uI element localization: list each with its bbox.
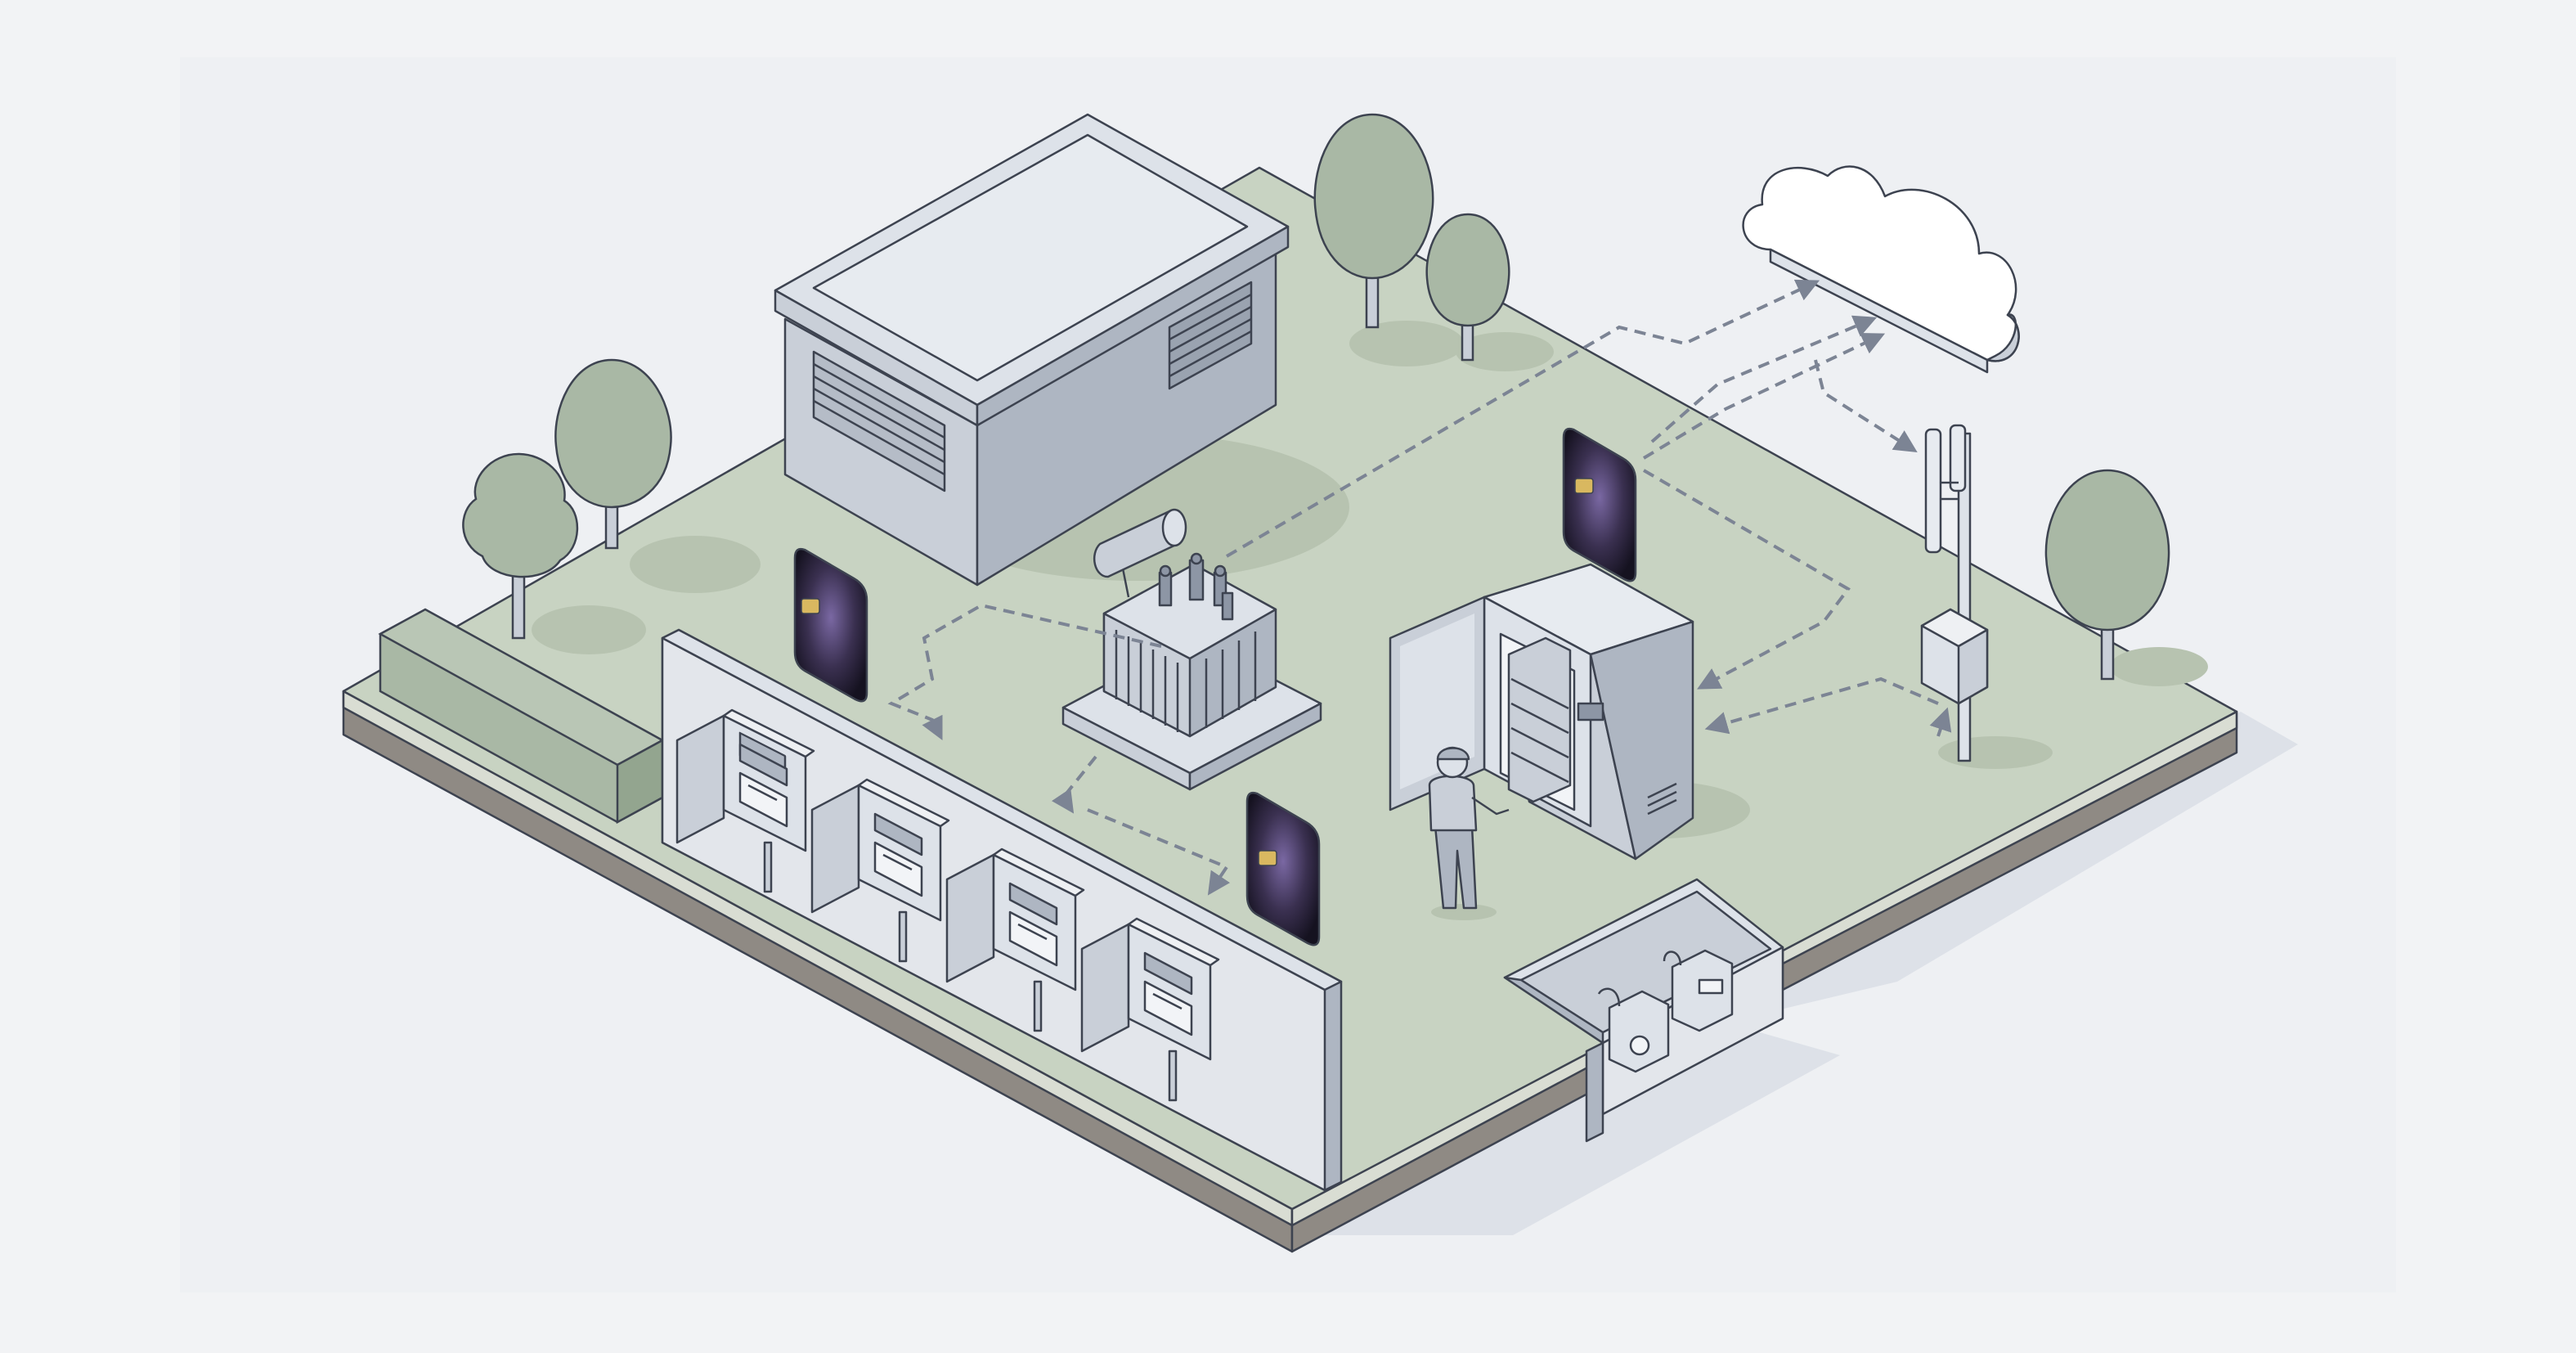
technician — [1428, 746, 1510, 920]
tree-3 — [1313, 113, 1464, 366]
sim-card-1 — [793, 547, 868, 703]
link-cabinet-cloud-1 — [1650, 315, 1878, 443]
sim-card-3 — [1245, 791, 1321, 946]
gas-meter-2 — [1663, 949, 1734, 1032]
tree-2 — [462, 452, 646, 654]
link-transformer-meters — [887, 603, 1162, 741]
meter-box-4 — [1080, 917, 1220, 1102]
cell-tower — [1920, 424, 2053, 769]
link-cloud-tower — [1814, 359, 1918, 453]
link-building-cloud — [1225, 279, 1820, 558]
transformer-fins — [1115, 630, 1257, 732]
building-vent-right — [1168, 281, 1253, 390]
tree-4 — [1425, 213, 1554, 371]
link-tower-cabinet — [1704, 676, 1939, 735]
link-transformer-meters-2 — [1051, 755, 1097, 814]
sim-card-2 — [1562, 427, 1637, 582]
substation-building — [774, 113, 1349, 587]
hedge — [378, 608, 665, 825]
gas-meter-1 — [1597, 987, 1670, 1073]
tree-1 — [554, 358, 761, 593]
cloud — [1742, 165, 2020, 374]
link-meters-to-sim — [1087, 808, 1231, 896]
transformer-bushings — [1158, 552, 1234, 621]
meter-box-2 — [810, 778, 950, 963]
meter-box-3 — [945, 847, 1085, 1032]
tree-5 — [2044, 469, 2208, 686]
meter-boxes — [675, 708, 1220, 1102]
link-cabinet-loop — [1642, 469, 1851, 690]
link-cabinet-cloud-2 — [1642, 332, 1886, 460]
transformer — [1061, 508, 1322, 791]
meter-box-1 — [675, 708, 815, 893]
sim-cards — [793, 427, 1637, 946]
link-tower-up — [1929, 707, 1952, 737]
data-links — [887, 279, 1952, 896]
conservator-tank — [1093, 508, 1187, 598]
trees — [462, 113, 2208, 686]
building-vent-left — [812, 350, 946, 492]
gas-meter-pit — [1503, 878, 1784, 1143]
